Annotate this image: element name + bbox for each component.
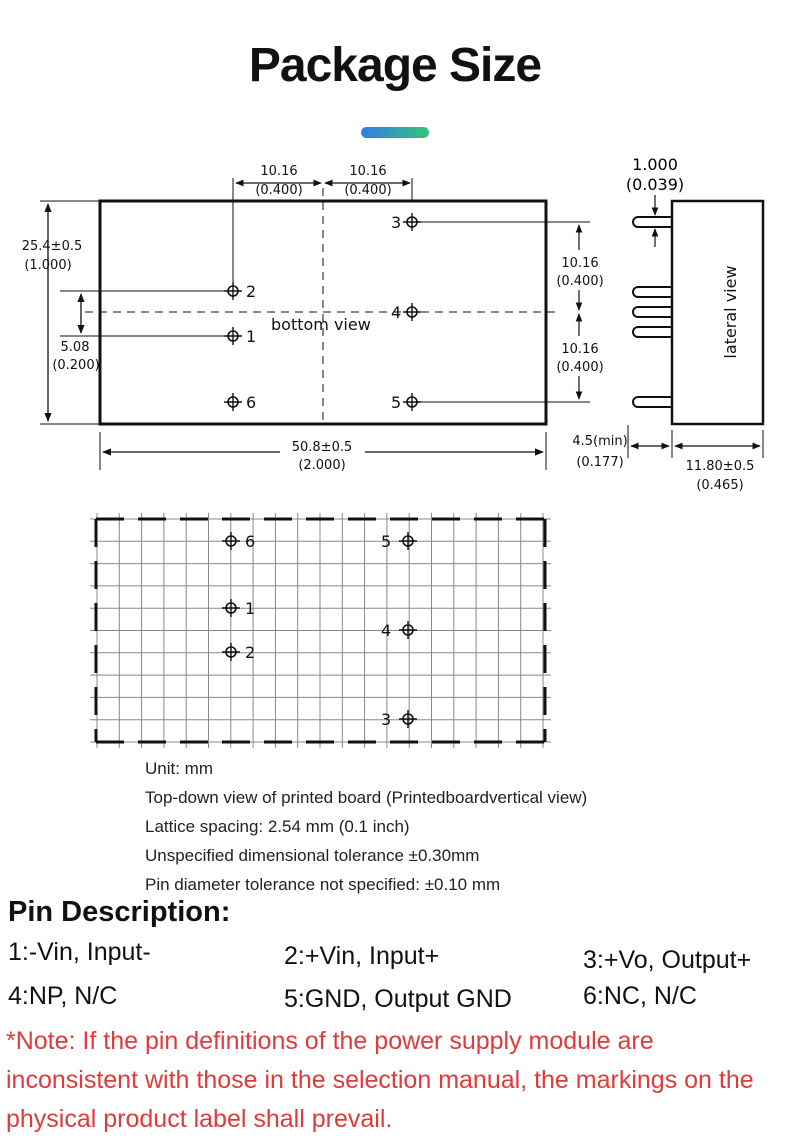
grid-pin-6-label: 6 [245, 532, 255, 551]
dim-pin-gap: 5.08 [61, 340, 90, 355]
dim-lateral-top-in: (0.039) [626, 175, 684, 194]
pin-desc-2: 2:+Vin, Input+ [284, 942, 440, 970]
pin-2-label: 2 [246, 282, 256, 301]
grid-pin-2-symbol [221, 642, 241, 662]
dim-top-left-in: (0.400) [255, 183, 302, 198]
bottom-view-label: bottom view [271, 315, 371, 334]
dim-height: 25.4±0.5 [22, 239, 83, 254]
grid-pin-1-symbol [221, 598, 241, 618]
pin-4-symbol [402, 302, 422, 322]
pin-1-symbol [223, 326, 243, 346]
dim-pin-len: 4.5(min) [572, 434, 627, 449]
grid-pin-4-label: 4 [381, 621, 391, 640]
grid-pin-1-label: 1 [245, 599, 255, 618]
grid-pin-5-symbol [398, 531, 418, 551]
warning-note: *Note: If the pin definitions of the pow… [6, 1027, 754, 1133]
lateral-body [670, 199, 765, 426]
dim-right-lower: 10.16 [561, 342, 598, 357]
grid-pin-3-symbol [398, 709, 418, 729]
pin-6-symbol [223, 392, 243, 412]
grid-pin-2-label: 2 [245, 643, 255, 662]
dim-right-upper: 10.16 [561, 256, 598, 271]
note-view: Top-down view of printed board (Printedb… [145, 788, 588, 807]
pin-5-label: 5 [391, 393, 401, 412]
dim-top-right: 10.16 [349, 164, 386, 179]
dim-width-in: (2.000) [298, 458, 345, 473]
dim-width: 50.8±0.5 [292, 440, 353, 455]
pin-desc-3: 3:+Vo, Output+ [583, 946, 752, 974]
grid-pin-6-symbol [221, 531, 241, 551]
grid-pin-4-symbol [398, 620, 418, 640]
pin-description-heading: Pin Description: [8, 896, 231, 928]
lateral-view-label: lateral view [721, 265, 740, 358]
pin-4-label: 4 [391, 303, 401, 322]
dim-right-upper-in: (0.400) [556, 274, 603, 289]
dim-depth-in: (0.465) [696, 478, 743, 493]
dim-top-left: 10.16 [260, 164, 297, 179]
dim-pin-gap-in: (0.200) [52, 358, 99, 373]
pin-1-label: 1 [246, 327, 256, 346]
notes-block: Unit: mm Top-down view of printed board … [145, 754, 587, 899]
dim-right-lower-in: (0.400) [556, 360, 603, 375]
package-drawing: 10.16 (0.400) 10.16 (0.400) 25.4±0.5 (1.… [22, 155, 765, 748]
dim-height-in: (1.000) [24, 258, 71, 273]
dim-pin-len-in: (0.177) [576, 455, 623, 470]
pin-5-symbol [402, 392, 422, 412]
title-accent-bar [361, 127, 429, 138]
dim-depth: 11.80±0.5 [686, 459, 755, 474]
grid-pin-3-label: 3 [381, 710, 391, 729]
pin-6-label: 6 [246, 393, 256, 412]
pin-desc-1: 1:-Vin, Input- [8, 938, 151, 966]
grid-pin-5-label: 5 [381, 532, 391, 551]
pin-desc-5: 5:GND, Output GND [284, 985, 512, 1013]
pin-desc-4: 4:NP, N/C [8, 982, 118, 1010]
note-unit: Unit: mm [145, 759, 213, 778]
note-pin-diameter: Pin diameter tolerance not specified: ±0… [145, 875, 501, 894]
note-lattice: Lattice spacing: 2.54 mm (0.1 inch) [145, 817, 410, 836]
dim-lateral-top: 1.000 [632, 155, 678, 174]
pin-3-label: 3 [391, 213, 401, 232]
dim-top-right-in: (0.400) [344, 183, 391, 198]
pcb-lattice [90, 513, 551, 748]
lateral-pins [632, 216, 672, 408]
page-title: Package Size [248, 39, 542, 92]
pin-2-symbol [223, 281, 243, 301]
pcb-outline [94, 517, 547, 744]
pin-desc-6: 6:NC, N/C [583, 982, 697, 1010]
note-tolerance: Unspecified dimensional tolerance ±0.30m… [145, 846, 480, 865]
